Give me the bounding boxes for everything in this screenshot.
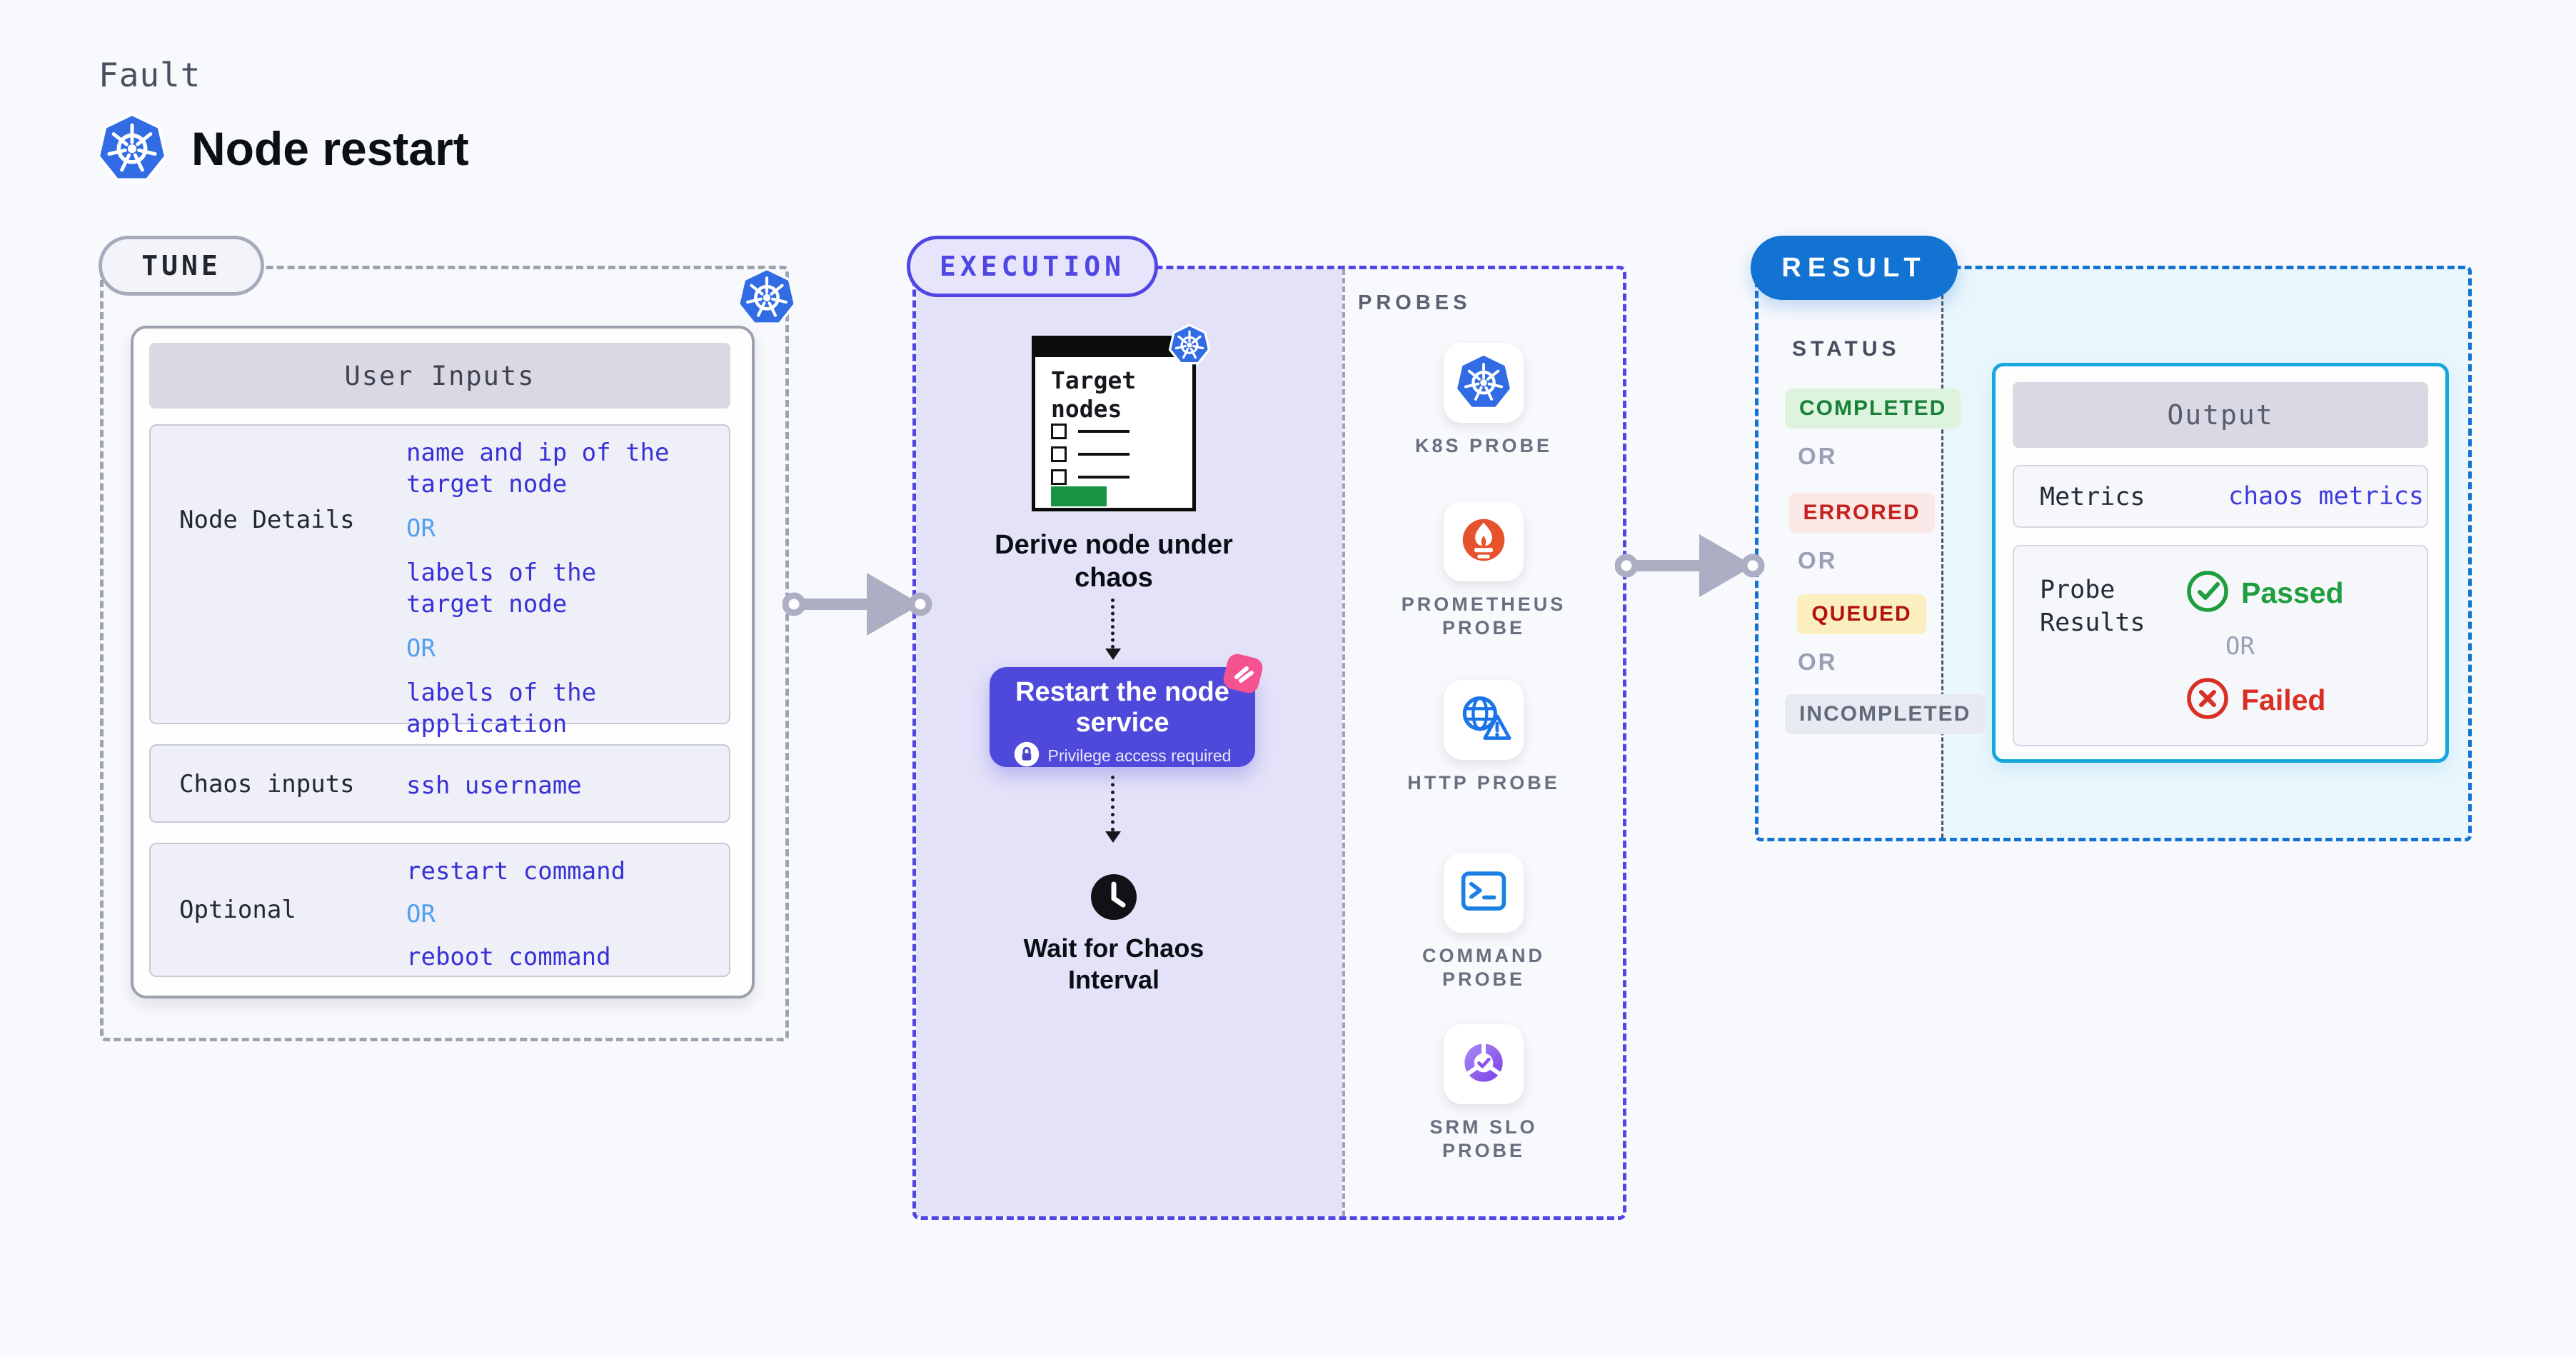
srm-slo-probe-label: SRM SLO PROBE: [1429, 1116, 1538, 1161]
execution-pill: EXECUTION: [907, 236, 1158, 297]
k8s-probe-card: [1444, 343, 1524, 423]
flow-connector: [1111, 776, 1115, 831]
globe-warning-icon: [1453, 688, 1514, 752]
page-title: Node restart: [191, 122, 469, 175]
kubernetes-logo-icon: [93, 107, 171, 190]
execution-to-result-arrow-icon: [1614, 523, 1765, 609]
check-circle-icon: [2185, 569, 2230, 616]
kubernetes-icon: [1453, 351, 1514, 415]
arrow-down-icon: [1105, 831, 1121, 843]
or-separator: OR: [1798, 547, 1838, 574]
status-badge-incompleted: INCOMPLETED: [1785, 694, 1986, 734]
target-nodes-title: Target nodes: [1051, 366, 1137, 423]
restart-step-title: Restart the node service: [1015, 677, 1229, 738]
target-card-titlebar: [1035, 339, 1193, 357]
srm-slo-probe-card: [1444, 1024, 1524, 1104]
metrics-label: Metrics: [2040, 483, 2145, 511]
metrics-value: chaos metrics: [2228, 482, 2424, 511]
terminal-icon: [1453, 861, 1514, 925]
or-separator: OR: [2225, 632, 2255, 661]
privilege-access-label: Privilege access required: [1047, 746, 1232, 765]
result-section: [1755, 266, 2472, 841]
slo-donut-check-icon: [1453, 1032, 1514, 1096]
optional-value-1: restart command: [406, 857, 626, 886]
list-line: [1078, 476, 1129, 479]
http-probe-card: [1444, 680, 1524, 760]
probe-results-label: Probe Results: [2040, 576, 2145, 637]
status-title: STATUS: [1792, 337, 1901, 361]
probe-results-row: Probe Results Passed OR Failed: [2013, 545, 2428, 746]
derive-node-step-label: Derive node under chaos: [995, 530, 1233, 593]
fault-eyebrow: Fault: [99, 56, 201, 94]
or-separator: OR: [1798, 443, 1838, 469]
checkbox-icon: [1051, 446, 1067, 462]
tune-pill: TUNE: [99, 236, 264, 296]
list-line: [1078, 430, 1129, 433]
user-inputs-header: User Inputs: [149, 343, 730, 409]
or-separator: OR: [406, 514, 436, 543]
kubernetes-icon: [1167, 321, 1212, 371]
node-details-label: Node Details: [179, 506, 355, 534]
execution-section: [912, 266, 1626, 1220]
or-separator: OR: [406, 900, 436, 928]
passed-label: Passed: [2241, 576, 2344, 609]
arrow-down-icon: [1105, 649, 1121, 660]
probes-title: PROBES: [1358, 291, 1471, 314]
prometheus-probe-card: [1444, 501, 1524, 581]
selection-bar: [1051, 486, 1107, 506]
node-details-value-1: name and ip of the target node: [406, 439, 670, 499]
optional-value-2: reboot command: [406, 943, 611, 971]
x-circle-icon: [2185, 676, 2230, 723]
or-separator: OR: [406, 634, 436, 663]
node-details-row: Node Details name and ip of the target n…: [149, 424, 730, 801]
lock-icon: [1014, 741, 1040, 770]
chaos-inputs-value: ssh username: [406, 771, 582, 800]
output-card: Output Metrics chaos metrics Probe Resul…: [1992, 363, 2449, 763]
prometheus-icon: [1453, 509, 1514, 574]
chaos-pink-icon: [1218, 649, 1269, 703]
flow-connector: [1111, 599, 1115, 649]
user-inputs-card: User Inputs Node Details name and ip of …: [131, 326, 755, 998]
list-line: [1078, 453, 1129, 456]
wait-chaos-interval-label: Wait for Chaos Interval: [1023, 933, 1204, 994]
target-nodes-card: Target nodes: [1032, 324, 1211, 511]
chaos-inputs-row: Chaos inputs ssh username: [149, 744, 730, 823]
optional-row: Optional restart command OR reboot comma…: [149, 843, 730, 977]
node-details-value-2: labels of the target node: [406, 559, 597, 619]
tune-section: [100, 266, 789, 1041]
execution-probes-divider: [1342, 269, 1345, 1216]
result-pill: RESULT: [1751, 236, 1958, 300]
optional-label: Optional: [179, 896, 296, 924]
page-title-row: Node restart: [93, 107, 469, 190]
prometheus-probe-label: PROMETHEUS PROBE: [1401, 594, 1566, 639]
or-separator: OR: [1798, 649, 1838, 675]
tune-to-execution-arrow-icon: [782, 561, 932, 647]
command-probe-label: COMMAND PROBE: [1422, 945, 1545, 990]
chaos-inputs-label: Chaos inputs: [179, 770, 355, 798]
k8s-probe-label: K8S PROBE: [1414, 435, 1553, 456]
metrics-row: Metrics chaos metrics: [2013, 465, 2428, 528]
kubernetes-icon: [734, 263, 800, 333]
checkbox-icon: [1051, 424, 1067, 439]
restart-node-service-step: Restart the node service Privilege acces…: [990, 654, 1263, 770]
http-probe-label: HTTP PROBE: [1407, 772, 1560, 793]
status-badge-errored: ERRORED: [1785, 493, 1938, 533]
status-output-divider: [1941, 269, 1943, 838]
checkbox-icon: [1051, 469, 1067, 485]
status-badge-completed: COMPLETED: [1785, 389, 1961, 429]
clock-icon: [1090, 873, 1138, 924]
status-badge-queued: QUEUED: [1785, 594, 1938, 634]
output-header: Output: [2013, 382, 2428, 448]
failed-label: Failed: [2241, 683, 2326, 716]
command-probe-card: [1444, 853, 1524, 933]
